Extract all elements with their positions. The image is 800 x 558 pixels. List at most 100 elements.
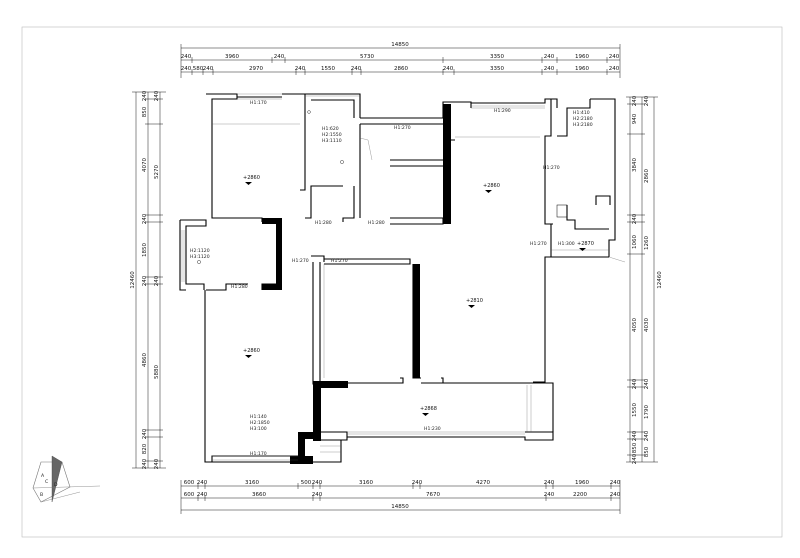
dim-left-r2-0: 240 xyxy=(154,90,160,101)
elevation-5: +2860 xyxy=(483,183,500,189)
dim-bot-r1-8: 240 xyxy=(544,480,555,486)
dim-top-r1-6: 1960 xyxy=(575,54,589,60)
dim-bot-r2-6: 2200 xyxy=(573,492,587,498)
dim-bot-r2-1: 240 xyxy=(197,492,208,498)
dim-bot-total: 14850 xyxy=(391,504,409,510)
label-h1-410: H1:410 xyxy=(573,110,590,116)
dim-right-r1-4: 1060 xyxy=(632,235,638,249)
dim-right-r2-4: 240 xyxy=(644,378,650,389)
label-h1-170-top: H1:170 xyxy=(250,100,267,106)
logo-letter-d: D xyxy=(54,482,58,488)
dim-bot-r1-5: 3160 xyxy=(359,480,373,486)
dim-right-r1-9: 850 xyxy=(632,442,638,453)
dim-right-r1-3: 240 xyxy=(632,213,638,224)
dim-right-r1-8: 240 xyxy=(632,430,638,441)
elevation-2: +2860 xyxy=(243,348,260,354)
label-h1-270-b: H1:270 xyxy=(331,258,348,264)
label-h1-290-top: H1:290 xyxy=(494,108,511,114)
dim-left-r2-1: 5270 xyxy=(154,165,160,179)
dim-left-r1-3: 240 xyxy=(142,213,148,224)
dim-right-r1-7: 1550 xyxy=(632,403,638,417)
dim-right-r2-3: 4030 xyxy=(644,318,650,332)
dim-left-r2-2: 240 xyxy=(154,275,160,286)
dim-right-r1-1: 940 xyxy=(632,113,638,124)
label-h3-100: H3:100 xyxy=(250,426,267,432)
dim-bot-r1-10: 240 xyxy=(610,480,621,486)
dim-right-r2-0: 240 xyxy=(644,95,650,106)
dim-left-r1-2: 4070 xyxy=(142,158,148,172)
dim-top-r2-5: 1550 xyxy=(321,66,335,72)
label-h2-1850: H2:1850 xyxy=(250,420,270,426)
dim-left-r1-4: 1850 xyxy=(142,243,148,257)
label-h2-2180: H2:2180 xyxy=(573,116,593,122)
bottom-dimensions: 600 240 3160 500 240 3160 240 4270 240 1… xyxy=(180,480,621,514)
dim-bot-r2-0: 600 xyxy=(184,492,195,498)
dim-right-r2-1: 2860 xyxy=(644,169,650,183)
label-h2-1120: H2:1120 xyxy=(190,248,210,254)
top-dimensions: 14850 240 3960 240 5730 3350 240 1960 24… xyxy=(181,42,621,78)
dim-top-r2-9: 3350 xyxy=(490,66,504,72)
elevation-4: +2810 xyxy=(466,298,483,304)
dim-top-r1-4: 3350 xyxy=(490,54,504,60)
walls xyxy=(179,93,616,463)
label-h1-270-a: H1:270 xyxy=(292,258,309,264)
dim-top-r1-1: 3960 xyxy=(225,54,239,60)
dim-top-r2-6: 240 xyxy=(351,66,362,72)
dim-right-total: 12460 xyxy=(657,271,663,289)
dim-right-r2-5: 1790 xyxy=(644,405,650,419)
label-h3-1110-top: H3:1110 xyxy=(322,138,342,144)
dim-bot-r2-3: 240 xyxy=(312,492,323,498)
dim-bot-r1-3: 500 xyxy=(301,480,312,486)
dim-bot-r2-5: 240 xyxy=(544,492,555,498)
dim-top-r2-12: 240 xyxy=(609,66,620,72)
right-dimensions: 240 940 3840 240 1060 4050 240 1550 240 … xyxy=(626,95,663,464)
dim-left-r1-1: 850 xyxy=(142,106,148,117)
dim-right-r1-10: 240 xyxy=(632,453,638,464)
dim-bot-r1-0: 600 xyxy=(184,480,195,486)
dim-top-r2-10: 240 xyxy=(544,66,555,72)
dim-right-r2-7: 850 xyxy=(644,446,650,457)
label-h1-270-right: H1:270 xyxy=(543,165,560,171)
dim-top-total: 14850 xyxy=(391,42,409,48)
dim-left-r1-5: 240 xyxy=(142,275,148,286)
dim-top-r2-3: 2970 xyxy=(249,66,263,72)
elevation-6: +2868 xyxy=(420,406,437,412)
label-h3-1120: H3:1120 xyxy=(190,254,210,260)
dim-right-r2-2: 1260 xyxy=(644,236,650,250)
solid-walls xyxy=(262,104,451,464)
dim-bot-r1-7: 4270 xyxy=(476,480,490,486)
dim-bot-r1-9: 1960 xyxy=(575,480,589,486)
page-border xyxy=(21,26,783,538)
dim-top-r1-0: 240 xyxy=(181,54,192,60)
dim-top-r2-7: 2860 xyxy=(394,66,408,72)
dim-top-r1-3: 5730 xyxy=(360,54,374,60)
elevation-1: +2860 xyxy=(243,175,260,181)
dim-left-r1-8: 820 xyxy=(142,443,148,454)
dim-top-r2-4: 240 xyxy=(295,66,306,72)
dim-bot-r1-2: 3160 xyxy=(245,480,259,486)
dim-bot-r1-6: 240 xyxy=(412,480,423,486)
dim-right-r1-5: 4050 xyxy=(632,318,638,332)
dim-left-r1-0: 240 xyxy=(142,90,148,101)
left-dimensions: 12460 240 850 4070 240 1850 240 4860 240… xyxy=(130,90,166,469)
label-h1-280-left: H1:280 xyxy=(231,284,248,290)
logo-letter-a: A xyxy=(41,473,45,479)
dim-left-total: 12460 xyxy=(130,271,136,289)
dim-top-r1-7: 240 xyxy=(609,54,620,60)
windows xyxy=(181,93,626,461)
brand-logo: A C D B xyxy=(32,455,101,503)
dim-right-r1-0: 240 xyxy=(632,95,638,106)
dim-right-r1-6: 240 xyxy=(632,378,638,389)
dim-left-r1-7: 240 xyxy=(142,428,148,439)
label-h1-280-b: H1:280 xyxy=(368,220,385,226)
label-h3-2180: H3:2180 xyxy=(573,122,593,128)
dim-bot-r1-4: 240 xyxy=(312,480,323,486)
dim-top-r2-2: 240 xyxy=(203,66,214,72)
dim-bot-r2-2: 3660 xyxy=(252,492,266,498)
room-labels: H1:170 H1:620 H2:1550 H3:1110 H1:270 H1:… xyxy=(190,100,593,457)
logo-letter-c: C xyxy=(45,479,48,485)
label-h1-270-corridor: H1:270 xyxy=(394,125,411,131)
dim-bot-r1-1: 240 xyxy=(197,480,208,486)
dim-left-r2-4: 240 xyxy=(154,458,160,469)
